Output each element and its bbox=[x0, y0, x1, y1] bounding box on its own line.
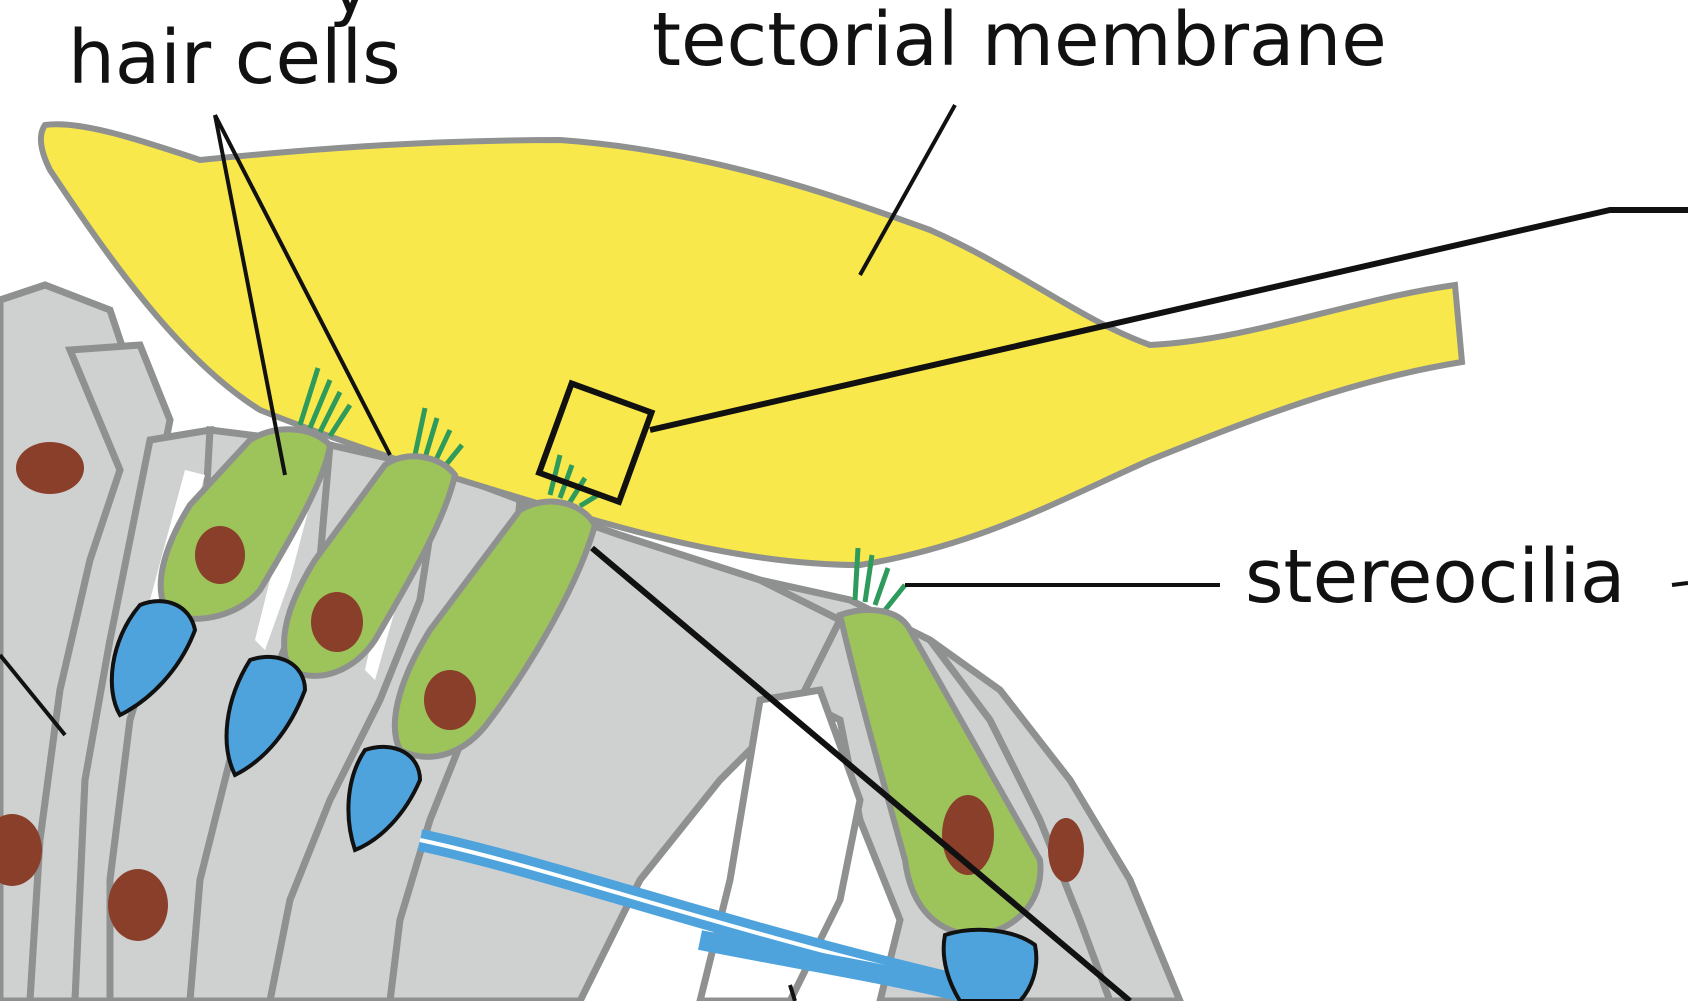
zoom-line-upper bbox=[649, 207, 1688, 433]
nerve-ending-3 bbox=[346, 744, 423, 853]
nucleus-support-3 bbox=[108, 869, 168, 941]
stereocilia-bundle-1 bbox=[297, 367, 353, 438]
nerve-ending-inner bbox=[941, 927, 1039, 1001]
nucleus-support-1 bbox=[16, 442, 84, 494]
outer-hair-cell-1 bbox=[109, 367, 353, 718]
inner-hair-cell bbox=[836, 547, 1084, 1001]
stereocilia-bundle-inner bbox=[852, 547, 907, 612]
nerve-ending-2 bbox=[224, 654, 308, 778]
nucleus-2 bbox=[311, 592, 363, 652]
outer-hair-cell-2 bbox=[224, 407, 464, 778]
leader-lines bbox=[0, 104, 1688, 1001]
outer-hair-cells bbox=[109, 367, 600, 853]
outer-hair-cell-3 bbox=[346, 454, 600, 853]
lower-left-leader bbox=[0, 653, 67, 737]
zoom-box bbox=[535, 379, 656, 506]
nucleus-3 bbox=[424, 670, 476, 730]
label-hair-cells: hair cells bbox=[68, 15, 401, 101]
bottom-leader bbox=[788, 984, 797, 1001]
support-cell-right-1 bbox=[927, 637, 1184, 1001]
label-tectorial-membrane: tectorial membrane bbox=[652, 0, 1387, 83]
nucleus-support-2 bbox=[0, 814, 42, 886]
tectorial-membrane-shape bbox=[37, 121, 1466, 569]
nucleus-support-right bbox=[1048, 818, 1084, 882]
nucleus-1 bbox=[195, 526, 245, 584]
stereocilia-bundle-2 bbox=[412, 407, 464, 468]
stereocilia-leader-tail bbox=[1671, 581, 1688, 587]
tectorial-membrane-leader bbox=[858, 104, 957, 276]
nerve-ending-1 bbox=[109, 599, 198, 718]
labels: y hair cells tectorial membrane stereoci… bbox=[68, 0, 1625, 620]
label-hair-cells-partial: y bbox=[329, 0, 372, 29]
hair-cells-leader-1 bbox=[213, 114, 287, 476]
zoom-line-lower bbox=[590, 545, 1132, 1001]
label-stereocilia: stereocilia bbox=[1245, 534, 1625, 620]
hair-cells-leader-2 bbox=[213, 114, 392, 456]
support-nuclei bbox=[0, 442, 168, 941]
